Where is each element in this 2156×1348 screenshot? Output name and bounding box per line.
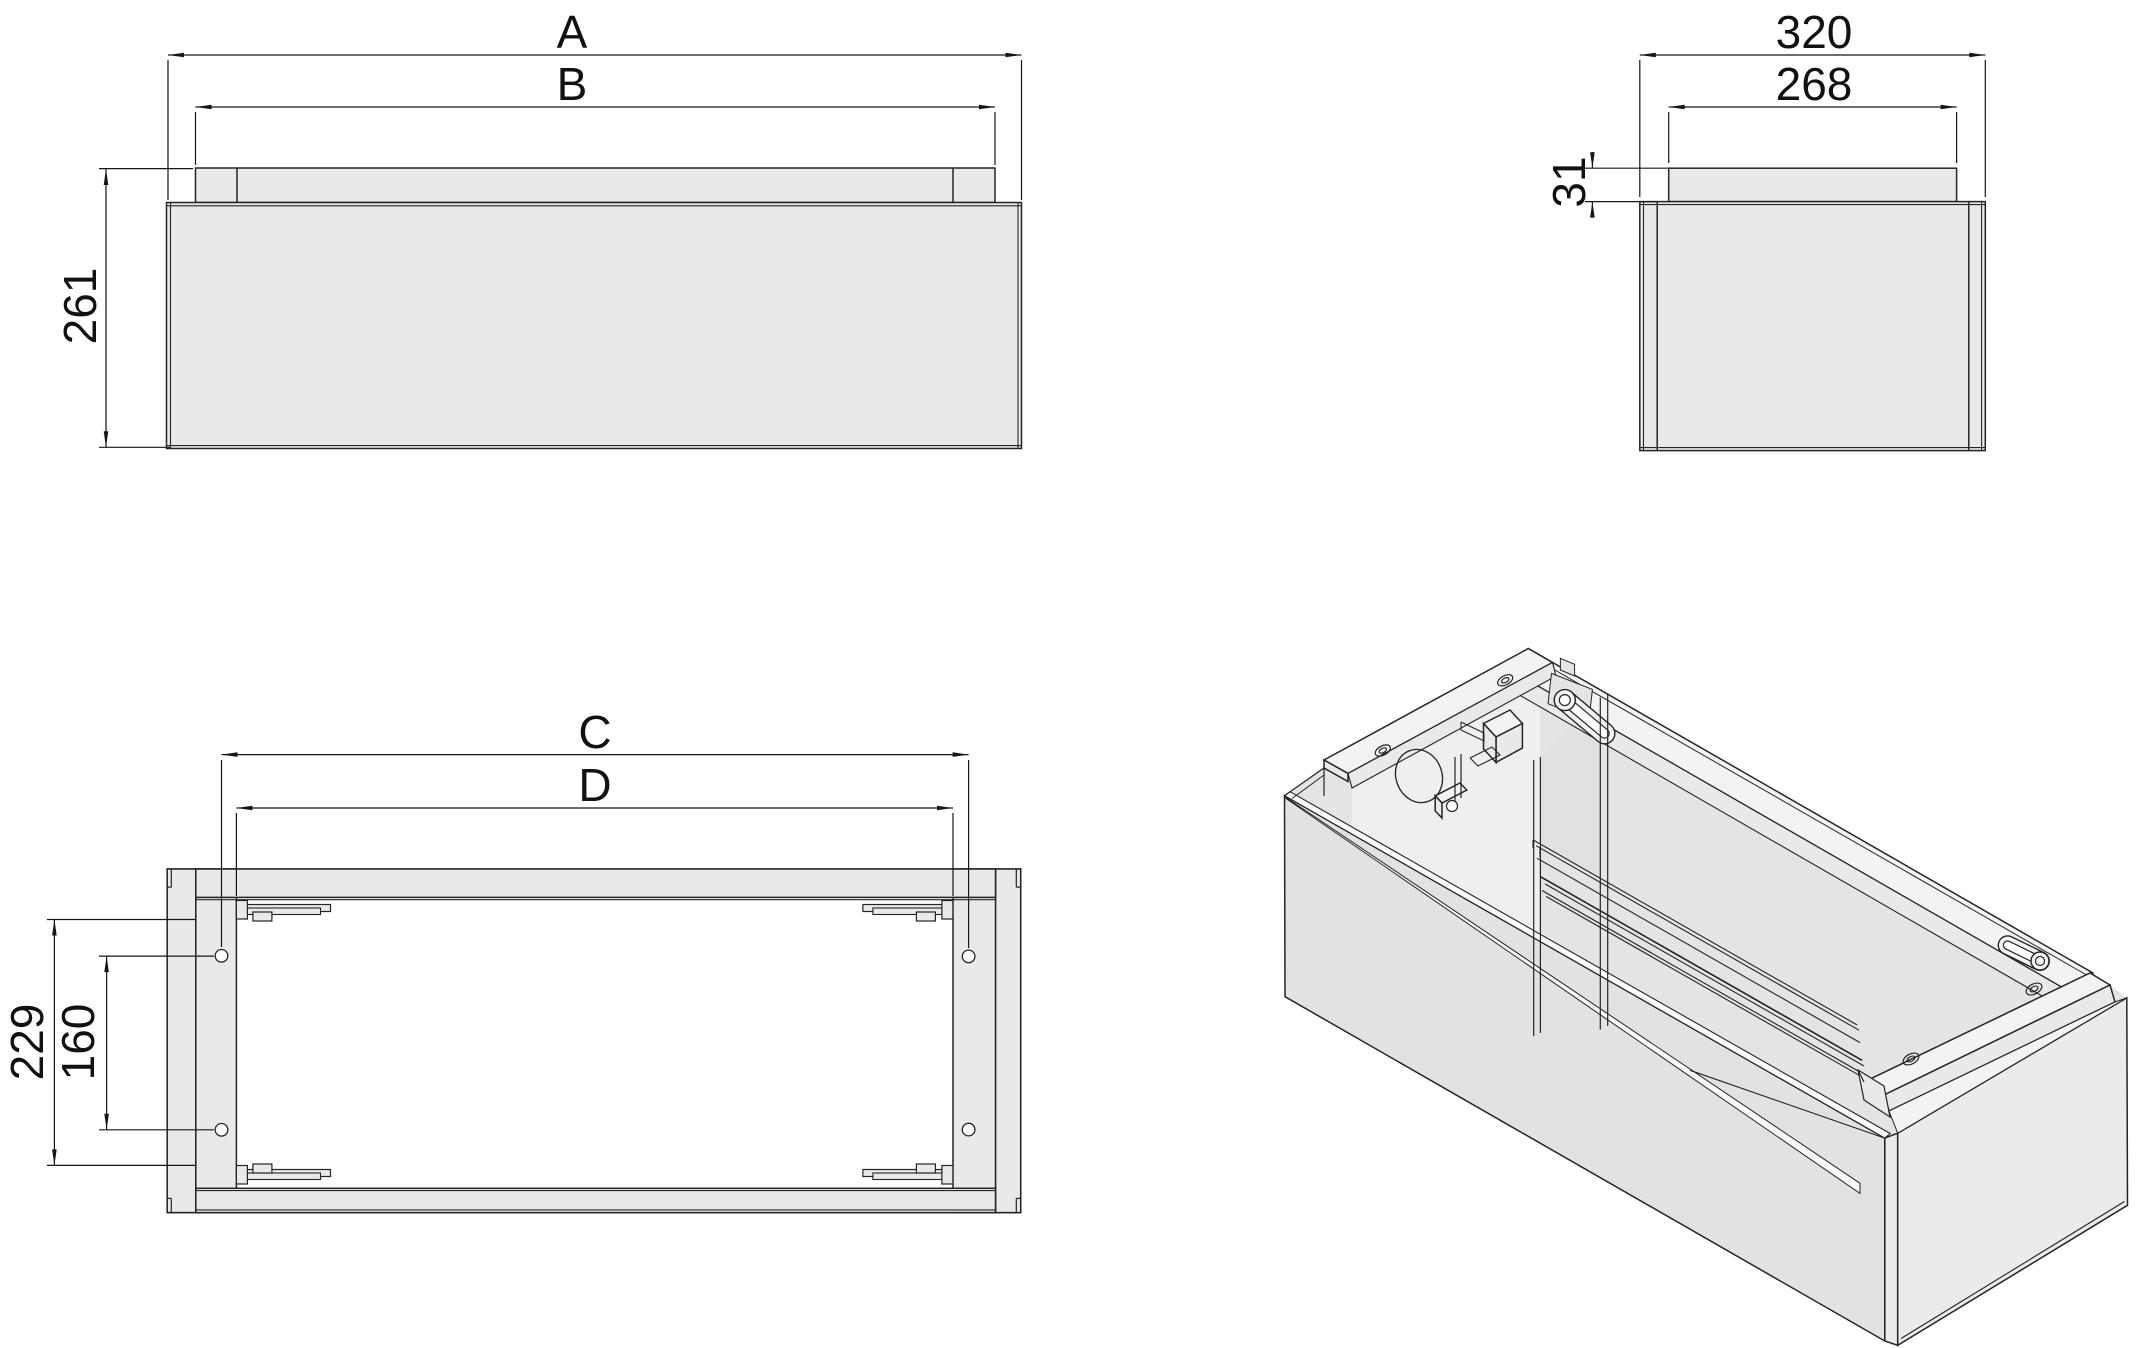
svg-text:A: A: [557, 6, 588, 58]
svg-text:268: 268: [1776, 58, 1853, 110]
svg-text:320: 320: [1776, 6, 1853, 58]
svg-text:B: B: [557, 58, 588, 110]
svg-text:261: 261: [54, 268, 106, 345]
svg-text:D: D: [578, 759, 611, 811]
svg-text:31: 31: [1543, 156, 1595, 207]
svg-text:C: C: [578, 706, 611, 758]
svg-text:160: 160: [52, 1004, 104, 1081]
svg-text:229: 229: [1, 1004, 53, 1081]
